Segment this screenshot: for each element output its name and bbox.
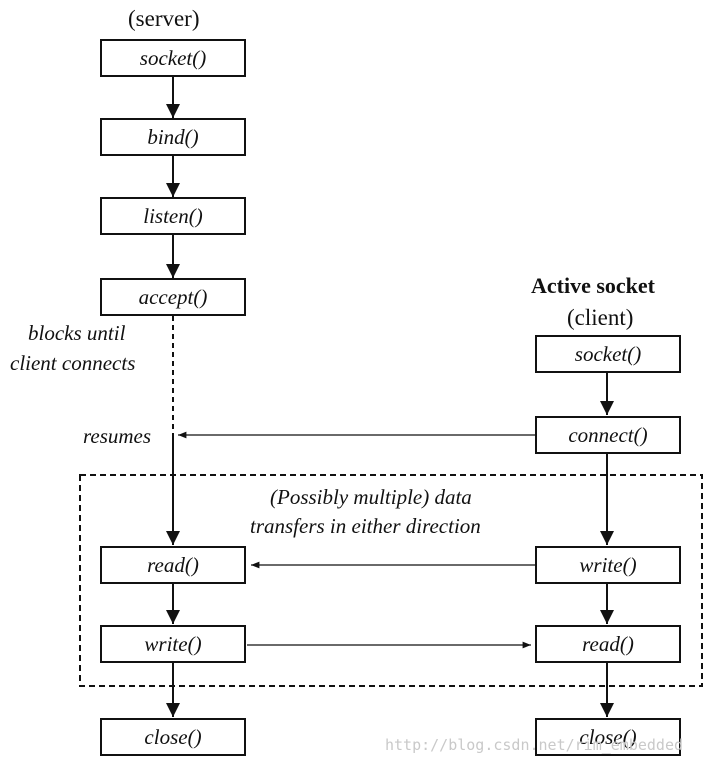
resumes-label: resumes [83, 424, 152, 448]
server-close-box: close() [100, 718, 246, 756]
blocks-until-note-line1: blocks until [28, 321, 126, 345]
data-transfer-note-line2: transfers in either direction [250, 514, 481, 538]
blocks-until-note-line2: client connects [10, 351, 136, 375]
watermark-url: http://blog.csdn.net/rim_embedded [385, 736, 684, 754]
data-transfer-region [79, 474, 703, 687]
client-connect-box: connect() [535, 416, 681, 454]
data-transfer-note-line1: (Possibly multiple) data [270, 485, 472, 509]
client-write-box: write() [535, 546, 681, 584]
server-accept-box: accept() [100, 278, 246, 316]
server-socket-box: socket() [100, 39, 246, 77]
server-listen-box: listen() [100, 197, 246, 235]
client-read-box: read() [535, 625, 681, 663]
server-header: (server) [128, 6, 200, 31]
server-write-box: write() [100, 625, 246, 663]
client-title: Active socket [531, 273, 656, 298]
server-bind-box: bind() [100, 118, 246, 156]
client-close-box: close() [535, 718, 681, 756]
client-header: (client) [567, 305, 634, 330]
server-read-box: read() [100, 546, 246, 584]
client-socket-box: socket() [535, 335, 681, 373]
